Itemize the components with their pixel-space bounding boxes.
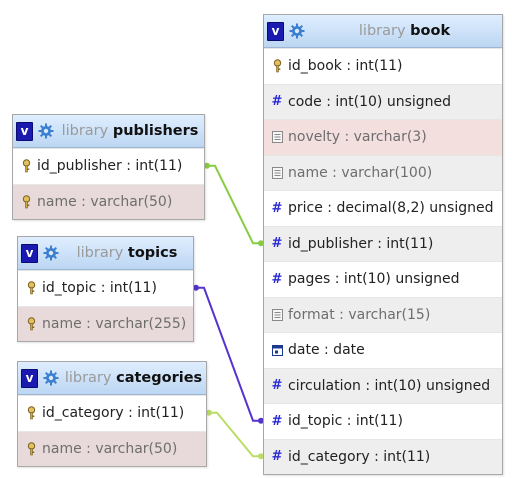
hash-icon: # [271,236,283,252]
relation-line [207,411,263,458]
column-row[interactable]: date : date [264,332,502,368]
column-row[interactable]: id_topic : int(11) [18,270,193,306]
column-row[interactable]: # code : int(10) unsigned [264,83,502,119]
hash-icon: # [271,378,283,394]
relation-endpoint [193,284,199,291]
column-row[interactable]: novelty : varchar(3) [264,119,502,155]
column-label: date : date [288,342,365,359]
hash-icon: # [271,200,283,216]
hash-icon: # [271,449,283,465]
relation-endpoint [204,162,210,169]
toggle-button[interactable]: v [21,368,38,388]
column-label: name : varchar(50) [37,193,173,210]
table-title: library publishers [56,123,204,139]
table-header[interactable]: v library book [264,15,502,48]
column-label: id_topic : int(11) [42,280,157,297]
column-label: code : int(10) unsigned [288,93,452,110]
column-label: id_category : int(11) [42,405,185,422]
toggle-button[interactable]: v [267,21,284,41]
database-name: library [61,123,109,139]
table-publishers[interactable]: v library publishers id_publisher : int(11… [12,114,205,220]
column-label: pages : int(10) unsigned [288,271,460,288]
relation-line [205,164,263,245]
table-header[interactable]: v library categories [18,362,206,395]
table-header[interactable]: v library publishers [13,115,204,148]
table-name: topics [127,245,178,261]
table-name: book [410,23,451,39]
table-book[interactable]: v library book id_book : int(11) # code : in… [263,14,503,475]
text-icon [269,166,285,179]
key-icon [269,59,285,73]
table-name: categories [116,370,203,386]
database-name: library [358,23,406,39]
column-label: name : varchar(100) [288,164,433,181]
database-name: library [64,370,112,386]
toggle-button[interactable]: v [21,243,38,263]
column-label: circulation : int(10) unsigned [288,377,491,394]
table-title: library topics [61,245,193,261]
calendar-icon [269,344,285,357]
table-name: publishers [112,123,199,139]
column-row[interactable]: id_book : int(11) [264,48,502,84]
key-icon [23,317,39,331]
column-row[interactable]: format : varchar(15) [264,296,502,332]
gear-icon[interactable] [43,369,61,387]
key-icon [23,281,39,295]
table-title: library categories [61,370,206,386]
column-row[interactable]: # pages : int(10) unsigned [264,261,502,297]
column-label: id_book : int(11) [288,58,403,75]
hash-icon: # [271,271,283,287]
hash-icon: # [271,413,283,429]
column-row[interactable]: name : varchar(50) [13,183,204,219]
column-row[interactable]: # id_publisher : int(11) [264,225,502,261]
key-icon [23,442,39,456]
column-label: id_publisher : int(11) [37,158,183,175]
database-name: library [76,245,124,261]
column-row[interactable]: # price : decimal(8,2) unsigned [264,190,502,226]
table-categories[interactable]: v library categories id_category : int(11)… [17,361,207,467]
relation-endpoint [258,453,264,460]
column-label: id_publisher : int(11) [288,235,434,252]
relation-endpoint [206,409,212,416]
gear-icon[interactable] [289,22,307,40]
column-label: name : varchar(50) [42,440,178,457]
column-row[interactable]: name : varchar(100) [264,154,502,190]
gear-icon[interactable] [43,244,61,262]
key-icon [18,195,34,209]
column-label: novelty : varchar(3) [288,129,427,146]
text-icon [269,131,285,144]
column-row[interactable]: id_category : int(11) [18,395,206,431]
hash-icon: # [271,94,283,110]
column-label: format : varchar(15) [288,306,431,323]
gear-icon[interactable] [38,122,56,140]
table-topics[interactable]: v library topics id_topic : int(11) name : … [17,236,194,342]
column-label: price : decimal(8,2) unsigned [288,200,494,217]
toggle-button[interactable]: v [16,121,33,141]
text-icon [269,308,285,321]
column-row[interactable]: # id_category : int(11) [264,438,502,474]
column-row[interactable]: id_publisher : int(11) [13,148,204,184]
column-row[interactable]: # circulation : int(10) unsigned [264,367,502,403]
key-icon [18,159,34,173]
relation-endpoint [258,240,264,247]
column-row[interactable]: name : varchar(255) [18,305,193,341]
relation-endpoint [258,417,264,424]
column-label: id_topic : int(11) [288,413,403,430]
table-header[interactable]: v library topics [18,237,193,270]
column-row[interactable]: # id_topic : int(11) [264,403,502,439]
table-title: library book [307,23,502,39]
column-label: id_category : int(11) [288,448,431,465]
column-row[interactable]: name : varchar(50) [18,430,206,466]
column-label: name : varchar(255) [42,315,187,332]
key-icon [23,406,39,420]
